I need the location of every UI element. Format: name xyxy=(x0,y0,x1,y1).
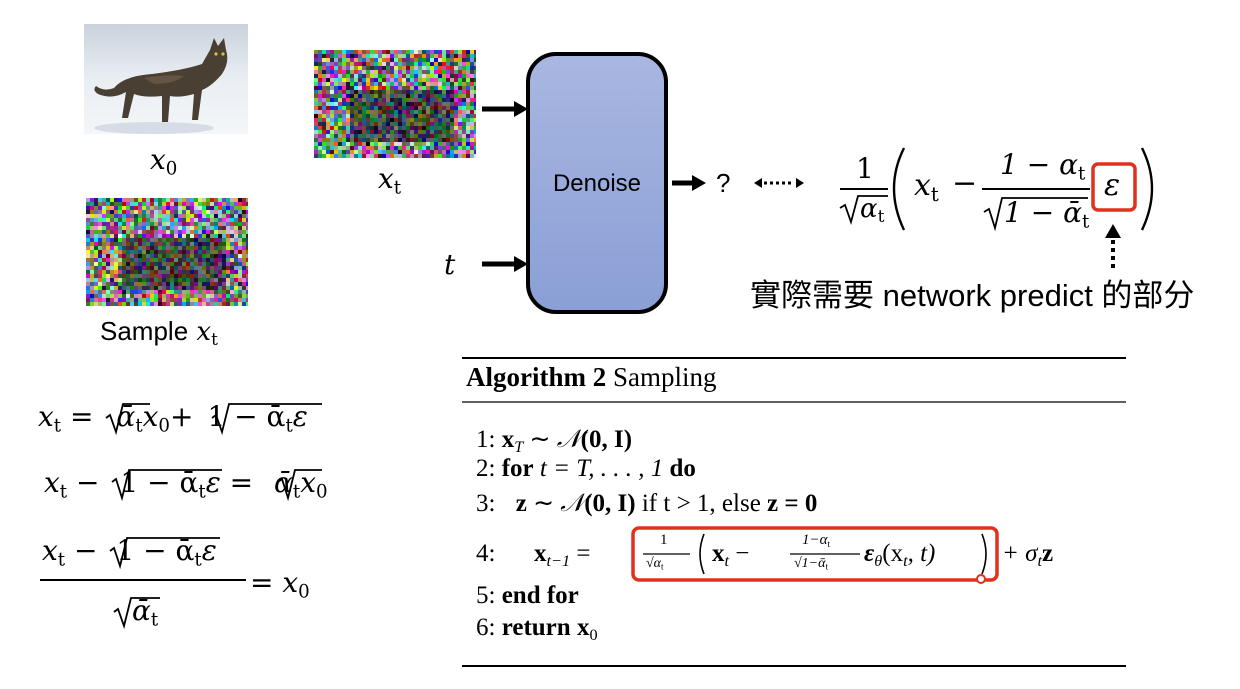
x0-label: x0 xyxy=(150,143,178,180)
denoise-label: Denoise xyxy=(552,170,642,197)
alg-line-3: 3: z ∼ 𝒩(0, I) if t > 1, else z = 0 xyxy=(476,490,818,517)
left-eq3-denominator: ᾱt xyxy=(132,594,159,631)
predict-note: 實際需要 network predict 的部分 xyxy=(750,278,1195,313)
alg-line-5: 5: end for xyxy=(476,582,579,609)
alg-line-4-eps: εθ(xt, t) xyxy=(864,540,936,570)
xt-label: xt xyxy=(378,162,402,199)
alg-line-4-num-frac: 1−αt xyxy=(802,532,831,550)
alg-line-4-rhs: + σtz xyxy=(1002,540,1054,570)
alg-line-4-num: 4: xyxy=(476,540,496,567)
top-eq-one: 1 xyxy=(856,152,874,185)
top-eq-minus: − xyxy=(952,166,978,201)
top-eq-denominator: 1 − ᾱt xyxy=(1004,196,1090,233)
question-mark: ? xyxy=(716,168,731,198)
algorithm-title: Algorithm 2 Sampling xyxy=(466,362,717,392)
left-eq2: xt − 1 − ᾱtε = ᾱtx0 xyxy=(44,466,328,503)
noisy-sample-image xyxy=(86,198,248,306)
clean-cat-image xyxy=(84,24,248,134)
alg-line-4-one: 1 xyxy=(660,532,668,548)
alg-line-4-sqrt-alpha: √αt xyxy=(646,556,664,572)
top-eq-epsilon: ε xyxy=(1104,168,1121,203)
t-input-label: t xyxy=(444,248,456,281)
left-eq1: xt = ᾱtx0+1 − ᾱtε xyxy=(38,400,308,437)
left-eq3-numerator: xt − 1 − ᾱtε xyxy=(42,534,217,571)
sample-label: Sample xt xyxy=(100,316,218,350)
left-eq3-rhs: = x0 xyxy=(250,566,310,603)
alg-line-6: 6: return x0 xyxy=(476,614,598,644)
alg-line-4-xt: xt − xyxy=(712,540,750,570)
alg-line-1: 1: xT ∼ 𝒩(0, I) xyxy=(476,426,633,456)
top-eq-numerator: 1 − αt xyxy=(1000,148,1086,185)
alg-line-4-lhs: xt−1 = xyxy=(534,540,591,570)
alg-line-2: 2: for t = T, . . . , 1 do xyxy=(476,455,696,482)
top-eq-sqrt-alpha: αt xyxy=(860,194,885,227)
alg-line-4-den-frac: √1−ᾱt xyxy=(794,556,829,572)
noisy-xt-image xyxy=(314,50,476,158)
top-eq-x: xt xyxy=(914,168,939,206)
